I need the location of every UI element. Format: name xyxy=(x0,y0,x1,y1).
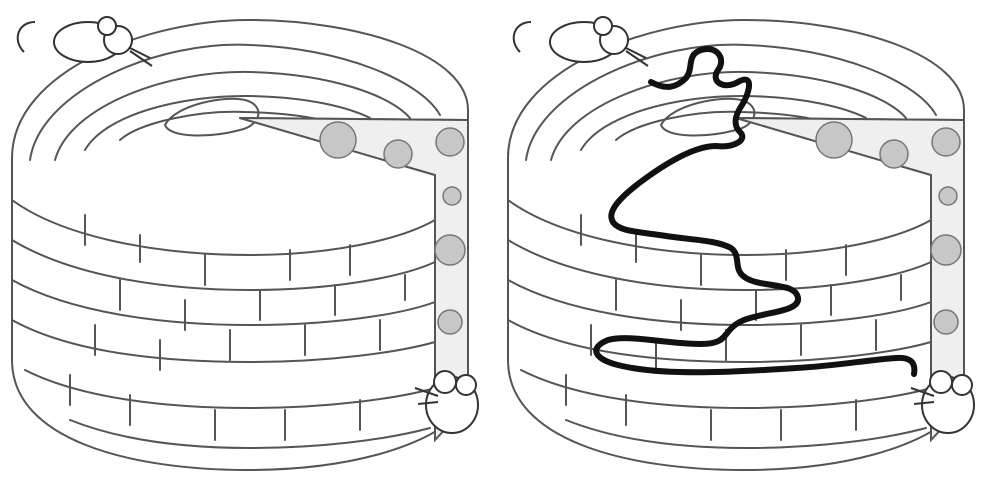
mouse-goal-icon xyxy=(414,370,479,434)
maze-brick-dividers xyxy=(69,214,406,441)
maze-wall-row-2 xyxy=(11,239,436,292)
maze-wall-row-2 xyxy=(507,239,932,292)
maze-solution-path xyxy=(593,46,918,377)
maze-wall-row-3 xyxy=(507,279,932,327)
maze-puzzle-solved xyxy=(496,0,992,490)
cheese-maze-unsolved-svg xyxy=(11,16,479,472)
maze-wall-row-6 xyxy=(565,419,927,450)
maze-ring-1 xyxy=(525,43,937,161)
maze-wall-row-6 xyxy=(69,419,431,450)
maze-ring-2 xyxy=(54,70,411,161)
maze-wall-row-3 xyxy=(11,279,436,327)
maze-wall-row-1 xyxy=(507,199,932,257)
maze-wall-row-5 xyxy=(520,369,932,410)
cheese-holes xyxy=(319,121,466,335)
maze-wall-row-4 xyxy=(11,319,436,364)
cheese-wheel-outline xyxy=(507,18,965,472)
maze-ring-1 xyxy=(29,43,441,161)
maze-ring-2 xyxy=(550,70,907,161)
mouse-goal-icon xyxy=(910,370,975,434)
maze-puzzle-unsolved xyxy=(11,16,479,472)
cheese-maze-solved-svg xyxy=(507,16,975,472)
maze-brick-dividers xyxy=(565,214,902,441)
maze-wall-row-1 xyxy=(11,199,436,257)
mouse-start-icon xyxy=(16,16,153,67)
cheese-wheel-outline xyxy=(11,18,469,472)
mouse-start-icon xyxy=(512,16,649,67)
cheese-holes xyxy=(815,121,962,335)
maze-wall-row-5 xyxy=(24,369,436,410)
maze-center xyxy=(163,97,260,137)
maze-ring-3 xyxy=(84,94,371,151)
maze-center xyxy=(659,97,756,137)
maze-wall-row-4 xyxy=(507,319,932,364)
